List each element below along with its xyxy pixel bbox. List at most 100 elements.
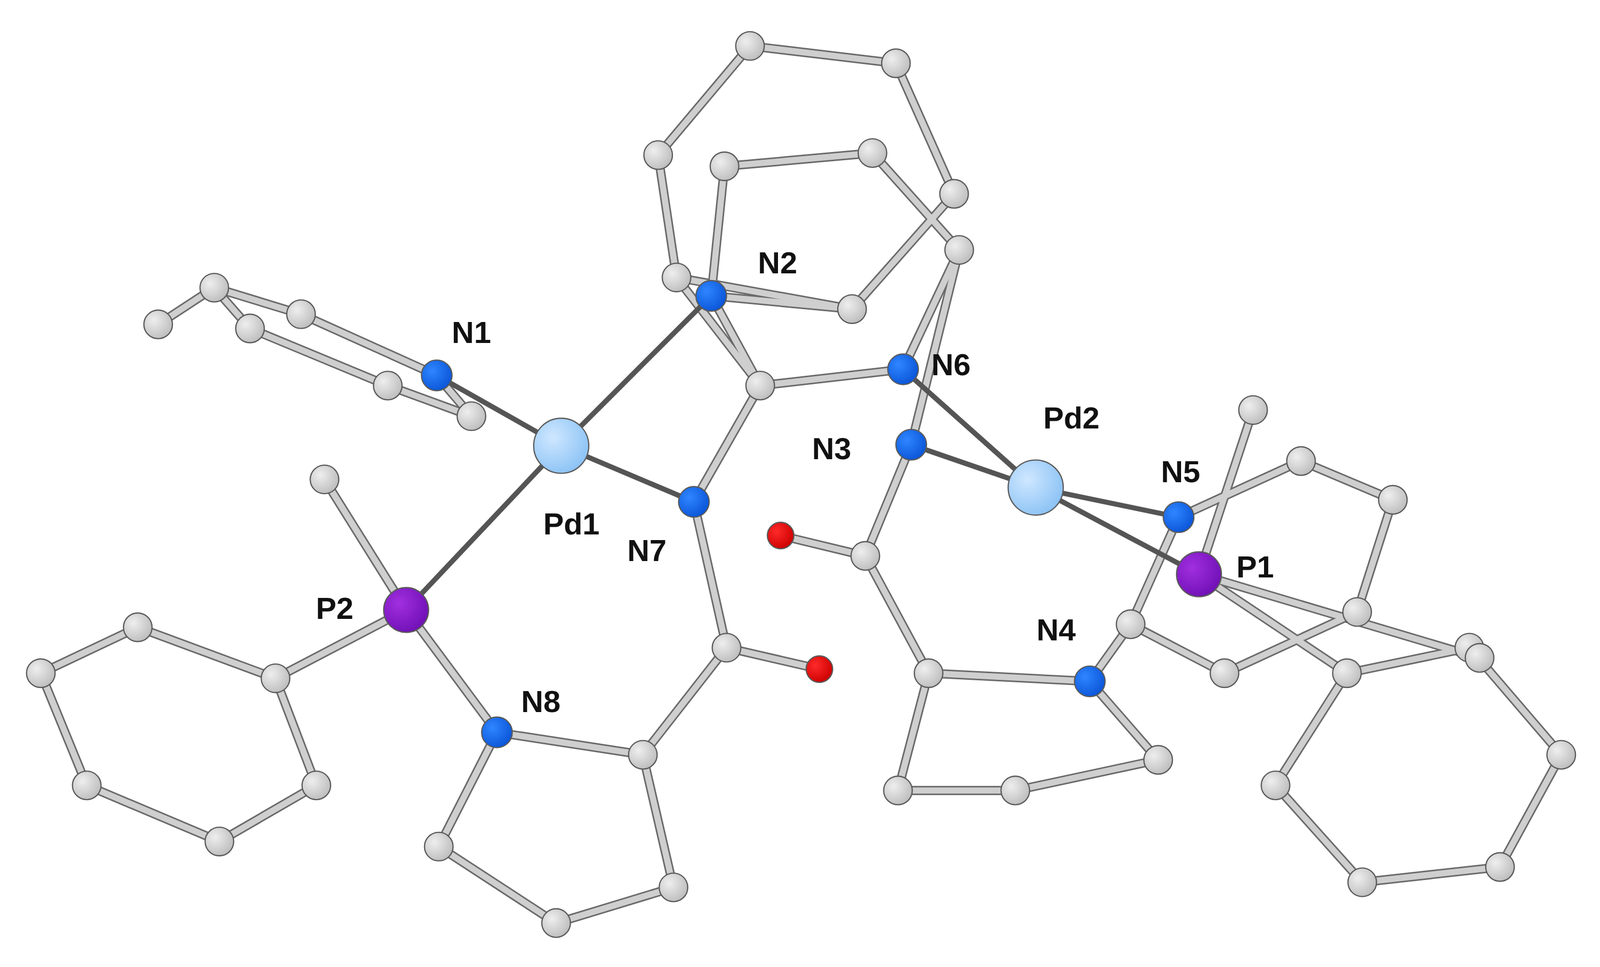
nitrogen-atom (1074, 666, 1106, 698)
bond (1300, 461, 1393, 501)
bond (865, 556, 930, 674)
bond (897, 787, 1016, 794)
bond (1275, 673, 1347, 786)
bond (642, 754, 674, 888)
bond-outline (1500, 754, 1562, 868)
bond (711, 166, 725, 297)
bond-outline (438, 847, 557, 924)
carbon-atom (26, 659, 56, 688)
carbon-atom (914, 659, 943, 688)
atom-label: P2 (316, 593, 354, 625)
nitrogen-atom (887, 353, 919, 385)
carbon-atom (939, 179, 969, 209)
carbon-atom (1465, 643, 1494, 673)
atom-label: N3 (811, 433, 852, 465)
bond (1362, 867, 1501, 883)
carbon-atom (1378, 485, 1408, 515)
carbon-atom (643, 140, 673, 170)
bond (275, 678, 317, 786)
bond-outline (865, 445, 912, 557)
bond-outline (86, 785, 220, 842)
carbon-atom (1348, 868, 1377, 898)
bond (693, 501, 727, 648)
carbon-atom (72, 771, 101, 800)
bond (1015, 760, 1159, 791)
carbon-atom (200, 273, 229, 303)
atom-label: N2 (758, 247, 798, 279)
carbon-atom (735, 31, 765, 61)
bond-outline (749, 46, 896, 64)
carbon-atom (883, 776, 913, 806)
bond (219, 785, 317, 842)
bond (40, 673, 88, 786)
bond (928, 673, 1090, 682)
bond (137, 627, 276, 679)
atom-label: N6 (931, 349, 972, 381)
bond (1130, 517, 1180, 625)
bond-outline (711, 166, 725, 297)
bond (724, 153, 873, 167)
bond-outline (1015, 760, 1159, 791)
bond (1198, 410, 1254, 575)
bond-outline (1300, 461, 1393, 501)
nitrogen-atom (696, 280, 727, 312)
bond-outline (275, 678, 317, 786)
bond-outline (895, 63, 955, 195)
bond-outline (324, 479, 407, 611)
bond-outline (1362, 867, 1501, 883)
bond-outline (1198, 410, 1254, 575)
carbon-atom (204, 827, 234, 857)
carbon-atom (261, 664, 290, 693)
bond (895, 63, 955, 195)
carbon-atom (1485, 853, 1515, 882)
bond-outline (1198, 574, 1480, 659)
bond-outline (897, 673, 929, 791)
bond (749, 46, 896, 64)
carbon-atom (457, 402, 487, 431)
carbon-atom (286, 300, 316, 329)
phosphorus-atom (383, 587, 429, 634)
atom-label: N7 (627, 535, 667, 567)
bond-outline (693, 501, 727, 648)
carbon-atom (143, 310, 173, 340)
bond (438, 732, 498, 848)
bond (642, 647, 727, 755)
bond (693, 385, 761, 502)
carbon-atom (541, 909, 571, 938)
atom-label: N8 (521, 686, 561, 718)
carbon-atom (1116, 610, 1146, 640)
bond (1198, 574, 1480, 659)
carbon-atom (1286, 447, 1316, 476)
carbon-atom (302, 771, 331, 800)
carbon-atom (1332, 659, 1362, 688)
bond-outline (496, 732, 643, 756)
bond (438, 847, 557, 924)
nitrogen-atom (421, 360, 453, 391)
bond-outline (249, 328, 388, 387)
carbon-atom (1210, 659, 1239, 688)
bond (249, 328, 388, 387)
bond-outline (658, 155, 677, 278)
bond-outline (865, 556, 930, 674)
bond (1130, 624, 1225, 674)
carbon-atom (1238, 395, 1268, 425)
bond (760, 369, 903, 386)
oxygen-atom (767, 522, 794, 550)
bond (658, 155, 677, 278)
oxygen-atom (806, 656, 833, 683)
carbon-atom (628, 741, 658, 770)
bond-outline (137, 627, 276, 679)
carbon-atom (745, 371, 775, 400)
carbon-atom (837, 295, 867, 324)
carbon-atom (944, 235, 974, 265)
carbon-atom (1261, 771, 1291, 800)
bond-outline (897, 786, 1016, 796)
bond (1357, 499, 1394, 613)
metal-bond (561, 296, 712, 447)
nitrogen-atom (1163, 501, 1194, 533)
carbon-atom (1000, 776, 1030, 806)
bond-outline (642, 754, 674, 888)
atom-label: P1 (1236, 552, 1274, 583)
bond-outline (1275, 785, 1362, 883)
